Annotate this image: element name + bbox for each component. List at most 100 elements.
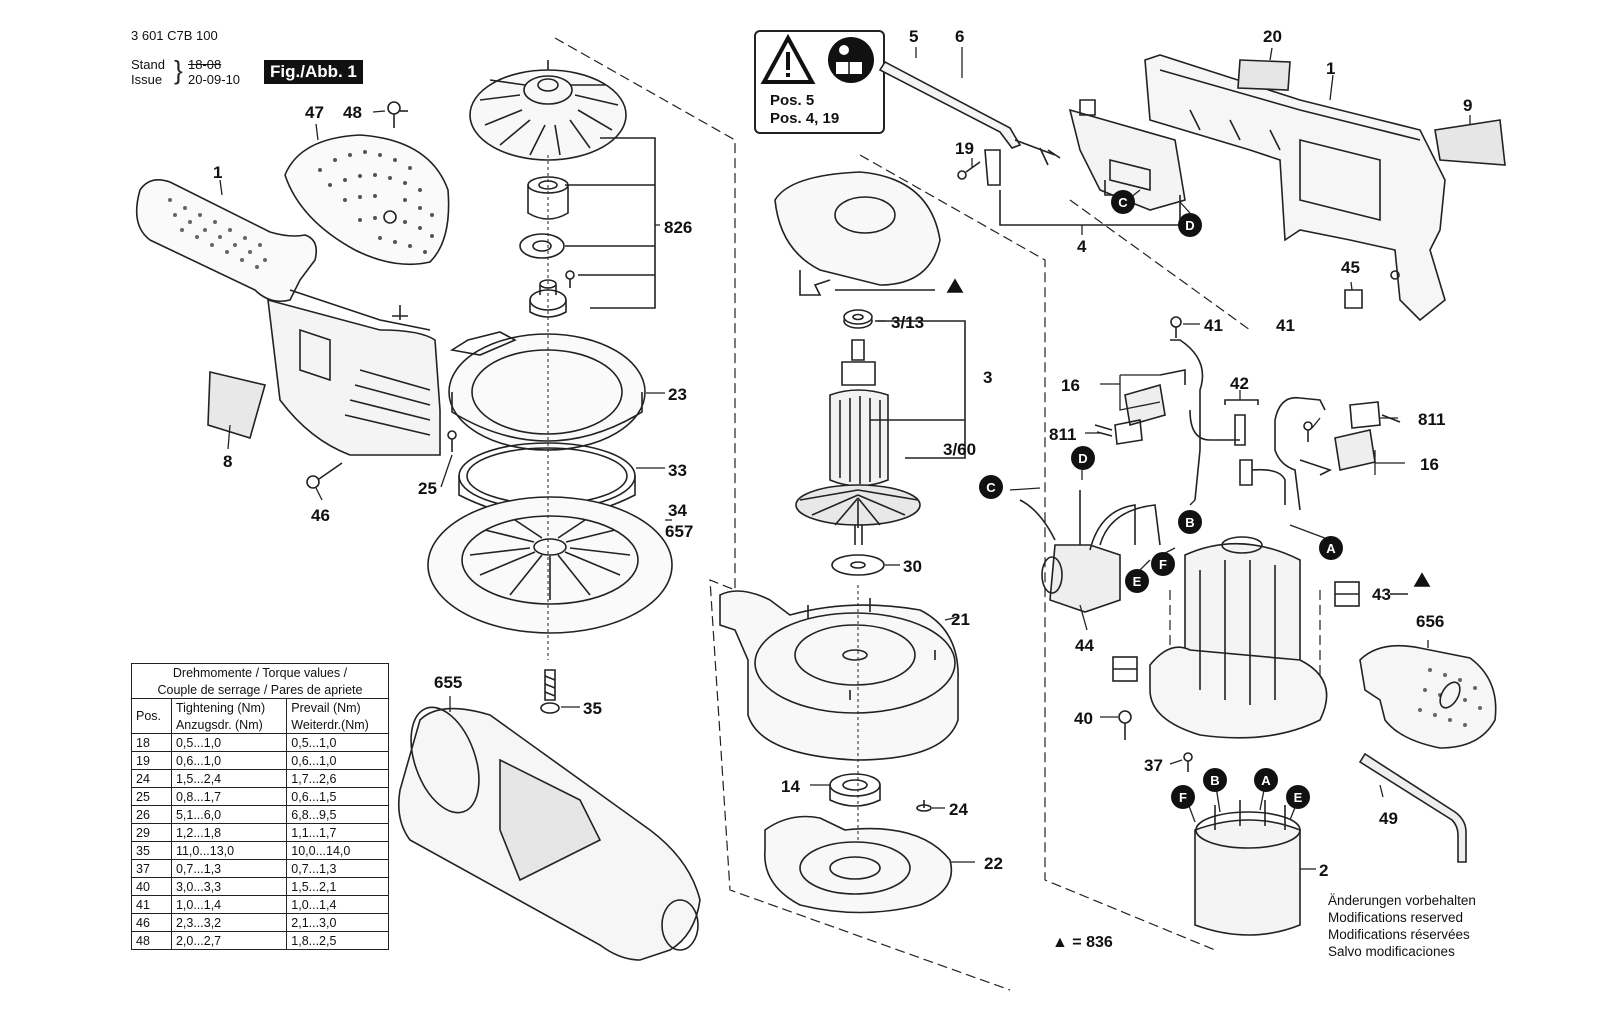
col-tightening-header-de: Anzugsdr. (Nm) — [170, 716, 288, 734]
cell-pos: 35 — [131, 841, 172, 860]
wire-a — [1274, 396, 1326, 511]
part-label: 4 — [1077, 237, 1087, 256]
warning-icons — [760, 33, 874, 84]
part-label: 47 — [305, 103, 324, 122]
triangle-marker-1 — [946, 278, 964, 293]
leader-lines — [219, 47, 1471, 870]
part-label: 21 — [951, 610, 970, 629]
cell-tightening: 5,1...6,0 — [170, 805, 288, 824]
part-motor-housing — [1149, 536, 1328, 739]
cell-tightening: 3,0...3,3 — [170, 877, 288, 896]
cell-pos: 48 — [131, 931, 172, 950]
cell-pos: 46 — [131, 913, 172, 932]
part-48-screw — [387, 101, 408, 128]
stand-value: 18-08 — [188, 57, 222, 72]
cell-prevail: 0,7...1,3 — [286, 859, 389, 878]
part-label: 46 — [311, 506, 330, 525]
cell-prevail: 1,1...1,7 — [286, 823, 389, 842]
part-45-nut — [1344, 289, 1363, 309]
part-cover-top — [774, 171, 941, 296]
part-24-screw — [916, 800, 932, 812]
part-9-label — [1434, 119, 1506, 166]
part-label: 44 — [1075, 636, 1094, 655]
part-label: 9 — [1463, 96, 1472, 115]
connector-letters: C D D C B A F E F B A E — [979, 190, 1343, 809]
part-22-bottom — [764, 815, 953, 914]
cell-tightening: 0,6...1,0 — [170, 751, 288, 770]
issue-label: Issue — [131, 72, 163, 87]
bracket-42 — [1224, 399, 1259, 405]
connector-f: F — [1159, 557, 1167, 572]
cell-tightening: 2,0...2,7 — [170, 931, 288, 950]
part-label: 3/13 — [891, 313, 924, 332]
cell-tightening: 0,7...1,3 — [170, 859, 288, 878]
cell-tightening: 1,5...2,4 — [170, 769, 288, 788]
part-fan — [469, 60, 627, 161]
modifications-de: Änderungen vorbehalten — [1328, 893, 1476, 908]
connector-a: A — [1326, 541, 1336, 556]
cell-pos: 29 — [131, 823, 172, 842]
part-label: 826 — [664, 218, 692, 237]
part-label: 45 — [1341, 258, 1360, 277]
part-25-screw — [447, 430, 457, 452]
part-label: 23 — [668, 385, 687, 404]
col-tightening-header: Tightening (Nm) — [170, 698, 288, 716]
part-label: 49 — [1379, 809, 1398, 828]
doc-number: 3 601 C7B 100 — [131, 28, 218, 43]
connector-d: D — [1078, 451, 1087, 466]
part-19-screw — [957, 161, 981, 180]
cell-prevail: 0,6...1,0 — [286, 751, 389, 770]
part-label: 16 — [1061, 376, 1080, 395]
col-prevail-header-de: Weiterdr.(Nm) — [286, 716, 389, 734]
part-16-brushholder-b — [1299, 429, 1376, 476]
cell-pos: 25 — [131, 787, 172, 806]
cell-prevail: 1,0...1,4 — [286, 895, 389, 914]
part-label: 3 — [983, 368, 992, 387]
part-23-shroud — [448, 331, 646, 451]
part-41-screw-a — [1170, 316, 1182, 338]
part-label: 41 — [1204, 316, 1223, 335]
part-1-housing-right — [1144, 54, 1446, 322]
part-number-labels: 1 47 48 8 46 826 23 33 25 34 657 35 655 … — [213, 27, 1472, 880]
modifications-en: Modifications reserved — [1328, 910, 1464, 925]
part-34-pad — [427, 496, 673, 634]
bracket-826 — [565, 137, 656, 309]
part-655-dustbox — [397, 706, 701, 961]
part-label: 33 — [668, 461, 687, 480]
triangle-legend-text: = 836 — [1072, 934, 1113, 951]
warning-triangle-icon — [760, 33, 816, 84]
issue-value: 20-09-10 — [188, 72, 241, 87]
part-label: 811 — [1418, 410, 1445, 429]
part-21-housing — [719, 590, 959, 761]
stand-label: Stand — [131, 57, 165, 72]
cell-pos: 26 — [131, 805, 172, 824]
cell-pos: 40 — [131, 877, 172, 896]
part-label: 3/60 — [943, 440, 976, 459]
part-label: 19 — [955, 139, 974, 158]
part-3-13-bearing — [843, 309, 873, 329]
part-47-cover — [284, 134, 450, 266]
cell-prevail: 2,1...3,0 — [286, 913, 389, 932]
triangle-legend: ▲ = 836 — [1052, 934, 1113, 952]
part-1-housing-left — [135, 179, 441, 456]
part-label: 35 — [583, 699, 602, 718]
part-label: 8 — [223, 452, 232, 471]
connector-d: D — [1185, 218, 1194, 233]
warning-line-2: Pos. 4, 19 — [770, 110, 840, 127]
part-41-screw-b — [1303, 421, 1313, 442]
part-label: 1 — [213, 163, 222, 182]
cell-tightening: 0,8...1,7 — [170, 787, 288, 806]
part-small-screw — [565, 270, 575, 288]
part-42-connector-b — [1239, 459, 1286, 505]
connector-e: E — [1133, 574, 1142, 589]
part-label: 14 — [781, 777, 800, 796]
cell-tightening: 11,0...13,0 — [170, 841, 288, 860]
cell-pos: 19 — [131, 751, 172, 770]
connector-f: F — [1179, 790, 1187, 805]
part-37-screw — [1183, 752, 1193, 772]
cell-pos: 41 — [131, 895, 172, 914]
